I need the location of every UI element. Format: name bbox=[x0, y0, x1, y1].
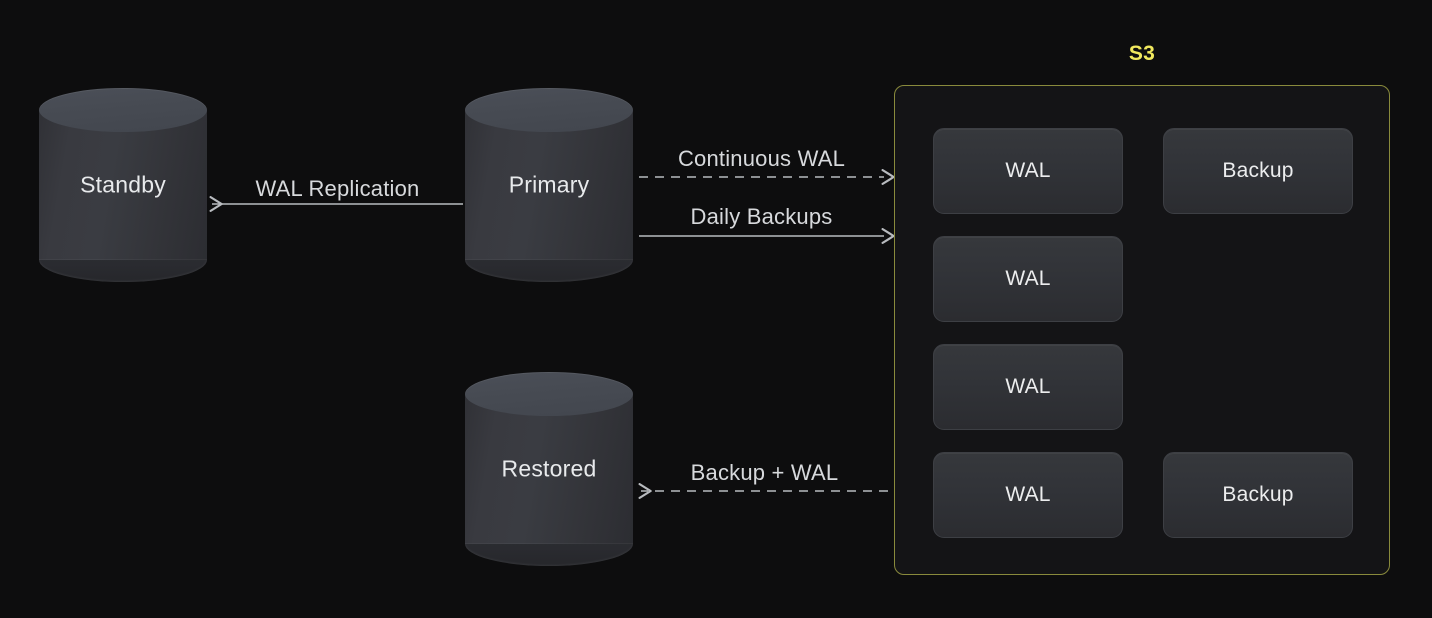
edge-label-wal-replication: WAL Replication bbox=[255, 176, 420, 201]
object-chip-label: WAL bbox=[1005, 159, 1051, 182]
object-chip-wal-2[interactable]: WAL bbox=[933, 236, 1123, 322]
cylinder-body bbox=[465, 110, 633, 260]
object-chip-label: WAL bbox=[1005, 375, 1051, 398]
cylinder-top-ellipse bbox=[465, 88, 633, 132]
object-chip-wal-4[interactable]: WAL bbox=[933, 452, 1123, 538]
edge-label-daily-backups: Daily Backups bbox=[690, 204, 833, 229]
object-chip-backup-1[interactable]: Backup bbox=[1163, 128, 1353, 214]
node-primary[interactable]: Primary bbox=[465, 88, 633, 282]
edge-label-backup-plus-wal: Backup + WAL bbox=[690, 460, 839, 485]
object-chip-label: WAL bbox=[1005, 267, 1051, 290]
object-chip-label: Backup bbox=[1222, 159, 1294, 182]
cylinder-body bbox=[465, 394, 633, 544]
group-s3: WAL Backup WAL WAL WAL Backup bbox=[894, 85, 1390, 575]
object-chip-backup-2[interactable]: Backup bbox=[1163, 452, 1353, 538]
node-standby[interactable]: Standby bbox=[39, 88, 207, 282]
cylinder-top-ellipse bbox=[465, 372, 633, 416]
object-chip-wal-1[interactable]: WAL bbox=[933, 128, 1123, 214]
object-chip-label: Backup bbox=[1222, 483, 1294, 506]
node-restored[interactable]: Restored bbox=[465, 372, 633, 566]
cylinder-body bbox=[39, 110, 207, 260]
cylinder-top-ellipse bbox=[39, 88, 207, 132]
object-chip-label: WAL bbox=[1005, 483, 1051, 506]
object-chip-wal-3[interactable]: WAL bbox=[933, 344, 1123, 430]
edge-label-continuous-wal: Continuous WAL bbox=[677, 146, 846, 171]
group-title-s3: S3 bbox=[1128, 42, 1156, 65]
